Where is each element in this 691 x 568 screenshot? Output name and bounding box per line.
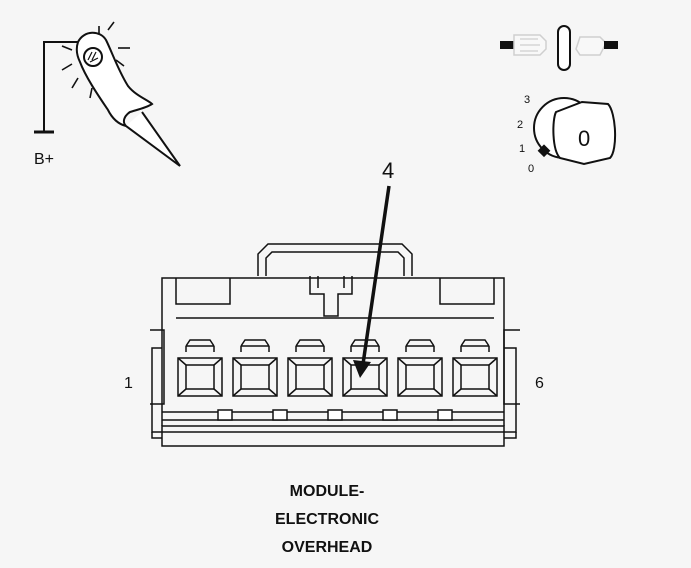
ignition-position-1: 1 — [519, 143, 525, 155]
ignition-position-3: 3 — [524, 94, 530, 106]
caption-line-1: MODULE- — [289, 483, 365, 500]
terminal-cavity-3 — [287, 339, 333, 397]
terminal-cavity-2 — [232, 339, 278, 397]
pin-4-callout-label: 4 — [382, 158, 394, 183]
connector-rail-tabs — [217, 409, 453, 421]
caption-line-3: OVERHEAD — [281, 539, 373, 556]
supply-voltage-label: B+ — [34, 151, 54, 168]
ignition-position-2: 2 — [517, 119, 523, 131]
ignition-position-0: 0 — [528, 163, 534, 175]
terminal-cavity-6 — [452, 339, 498, 397]
disconnected-connector-icon — [500, 25, 618, 71]
pin-4-callout-arrow — [353, 185, 391, 378]
ignition-key-label: 0 — [578, 126, 590, 151]
test-light-probe-icon — [34, 21, 181, 167]
caption-line-2: ELECTRONIC — [275, 511, 379, 528]
terminal-cavity-1 — [177, 339, 223, 397]
pin-1-label: 1 — [124, 375, 133, 392]
pin-6-label: 6 — [535, 375, 544, 392]
ignition-key-icon: 3 2 1 0 0 — [517, 94, 616, 175]
terminal-cavity-5 — [397, 339, 443, 397]
